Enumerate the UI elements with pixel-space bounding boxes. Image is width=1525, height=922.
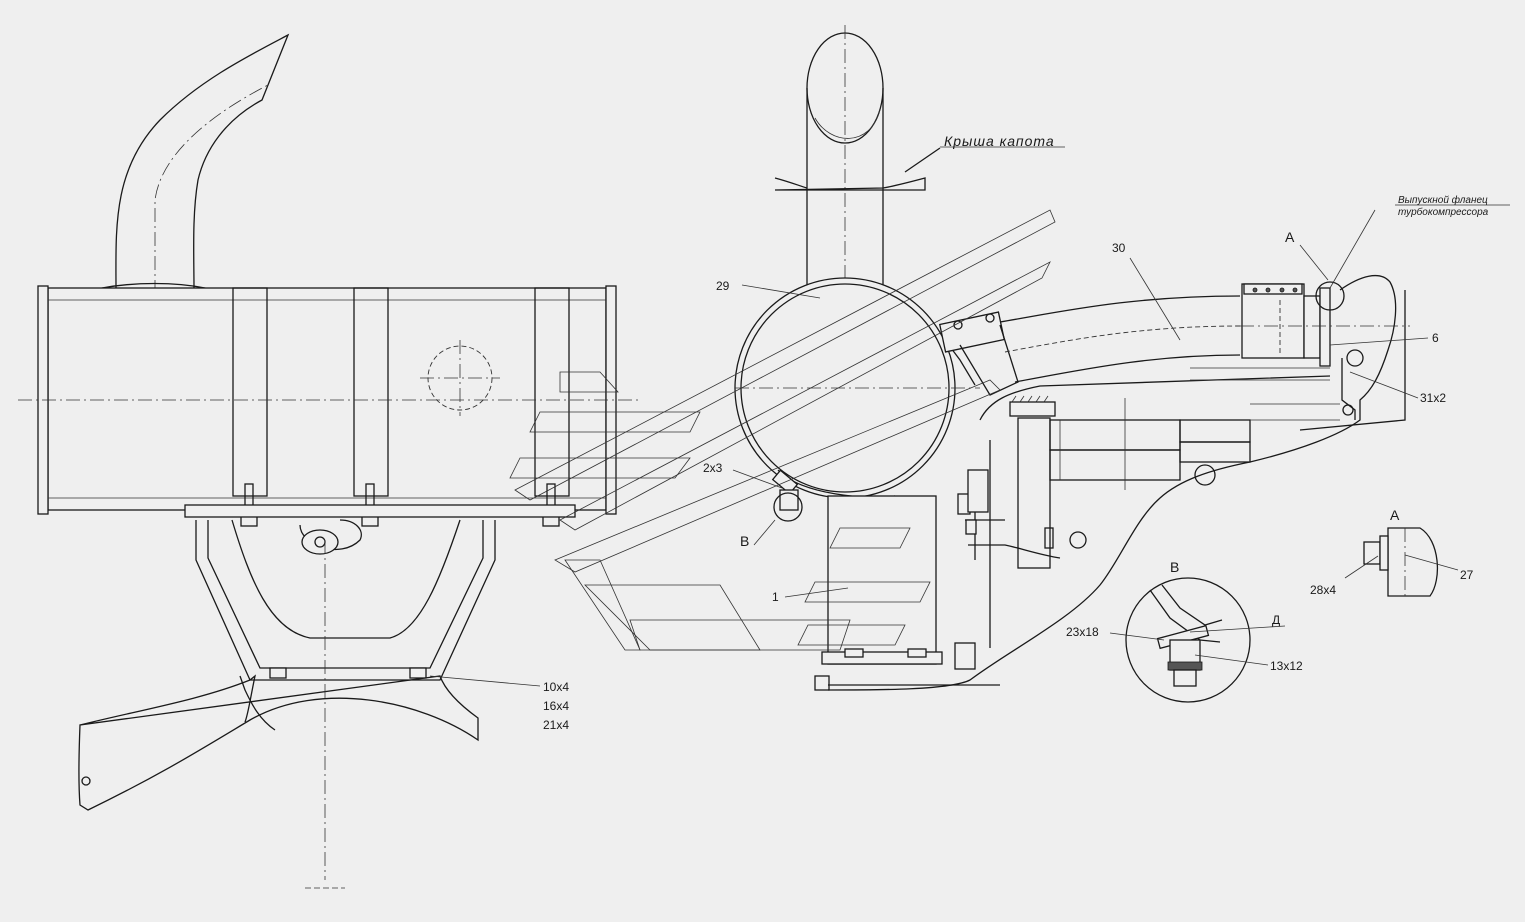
callout-10: 10х4 (543, 680, 569, 694)
view-a-title: А (1390, 507, 1400, 523)
detail-view-b (1125, 577, 1251, 703)
callout-1: 1 (772, 590, 779, 604)
flange-label-line1: Выпускной фланец (1398, 194, 1488, 206)
callout-2: 2х3 (703, 461, 723, 475)
callout-31: 31х2 (1420, 391, 1446, 405)
engine-block-outline (827, 274, 1406, 691)
pipe-30 (999, 281, 1410, 383)
view-b-title: В (1170, 559, 1179, 575)
callout-27: 27 (1460, 568, 1474, 582)
detail-view-a (1363, 527, 1439, 597)
callout-16: 16х4 (543, 699, 569, 713)
vertical-exhaust-pipe (734, 25, 1019, 691)
callout-21: 21х4 (543, 718, 569, 732)
flange-label-line2: турбокомпрессора (1398, 206, 1489, 218)
callout-30: 30 (1112, 241, 1126, 255)
hood-roof-label: Крыша капота (944, 133, 1055, 149)
callout-23: 23х18 (1066, 625, 1099, 639)
callout-28: 28х4 (1310, 583, 1336, 597)
view-b-marker: В (740, 533, 749, 549)
callout-29: 29 (716, 279, 730, 293)
muffler-assembly (18, 33, 640, 889)
ghost-band-overlay (509, 209, 1056, 651)
view-a-marker: А (1285, 229, 1295, 245)
d-marker: Д (1272, 613, 1280, 627)
leader-lines (429, 146, 1510, 687)
callout-13: 13х12 (1270, 659, 1303, 673)
callout-6: 6 (1432, 331, 1439, 345)
